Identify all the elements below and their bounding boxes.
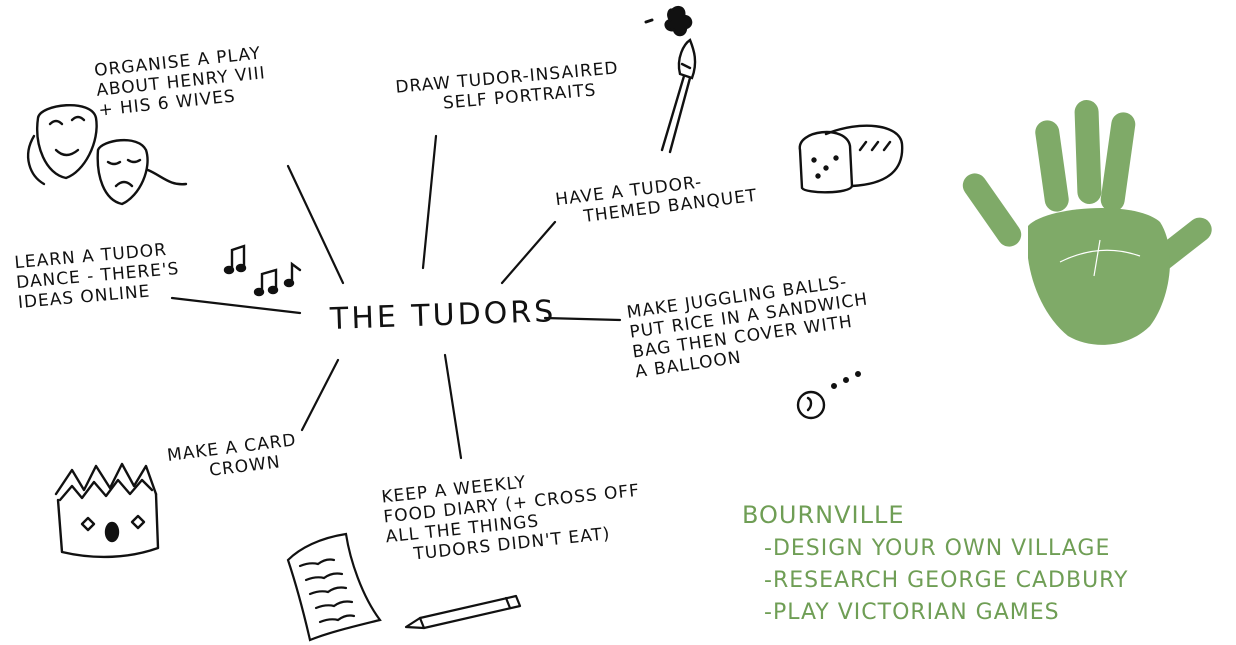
connector-play [286,164,345,285]
bread-loaf-icon [798,124,904,194]
connector-portraits [421,134,438,270]
connector-diary [443,353,463,460]
music-notes-icon [223,244,302,297]
connector-dance [170,296,302,315]
crown-icon [54,462,160,559]
pencil-icon [404,594,522,630]
connector-banquet [500,220,557,285]
diary-paper-icon [286,532,382,642]
handprint-icon [962,100,1212,345]
bournville-item: -RESEARCH GEORGE CADBURY [764,567,1129,593]
paintbrush-icon [644,5,697,154]
connector-crown [300,358,340,432]
bournville-item: -PLAY VICTORIAN GAMES [764,599,1060,625]
bournville-list: BOURNVILLE -DESIGN YOUR OWN VILLAGE -RES… [742,498,1128,628]
juggling-ball-icon [796,371,862,420]
theatre-masks-icon [27,104,188,206]
connector-juggling [543,316,622,322]
bournville-item: -DESIGN YOUR OWN VILLAGE [764,535,1111,561]
bournville-title: BOURNVILLE [742,501,905,529]
